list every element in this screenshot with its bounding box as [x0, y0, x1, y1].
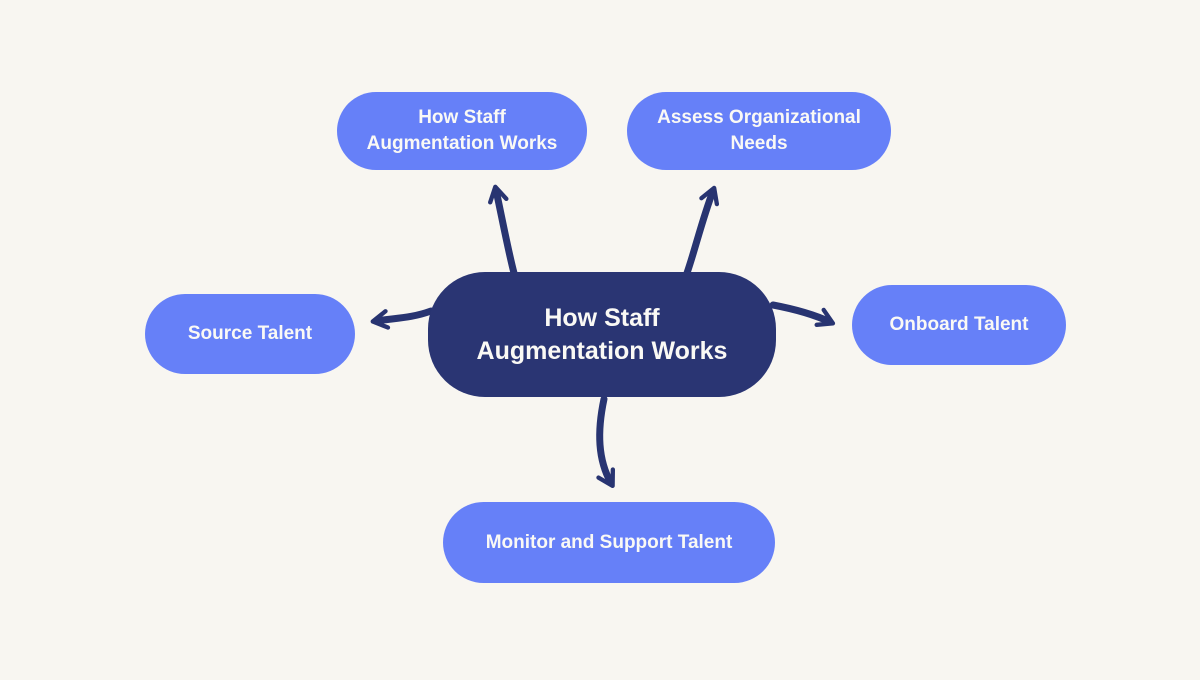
center-node-label: How Staff Augmentation Works [476, 303, 728, 365]
center-node: How Staff Augmentation Works [428, 272, 776, 397]
node-label: Assess Organizational Needs [657, 107, 861, 154]
arrow-to-onboard-talent [769, 301, 836, 328]
node-onboard-talent: Onboard Talent [852, 285, 1066, 365]
node-label: How Staff Augmentation Works [366, 107, 558, 154]
arrow-to-source-talent [370, 307, 435, 330]
arrow-to-monitor-and-support-talent [596, 395, 616, 489]
node-label: Monitor and Support Talent [485, 531, 733, 553]
node-monitor-and-support-talent: Monitor and Support Talent [443, 502, 775, 583]
arrow-to-assess-organizational-needs [683, 185, 720, 277]
arrow-to-how-staff-augmentation-works [488, 184, 518, 277]
node-how-staff-augmentation-works: How Staff Augmentation Works [337, 92, 587, 170]
node-assess-organizational-needs: Assess Organizational Needs [627, 92, 891, 170]
node-source-talent: Source Talent [145, 294, 355, 374]
node-label: Source Talent [187, 323, 313, 345]
node-label: Onboard Talent [889, 314, 1029, 336]
